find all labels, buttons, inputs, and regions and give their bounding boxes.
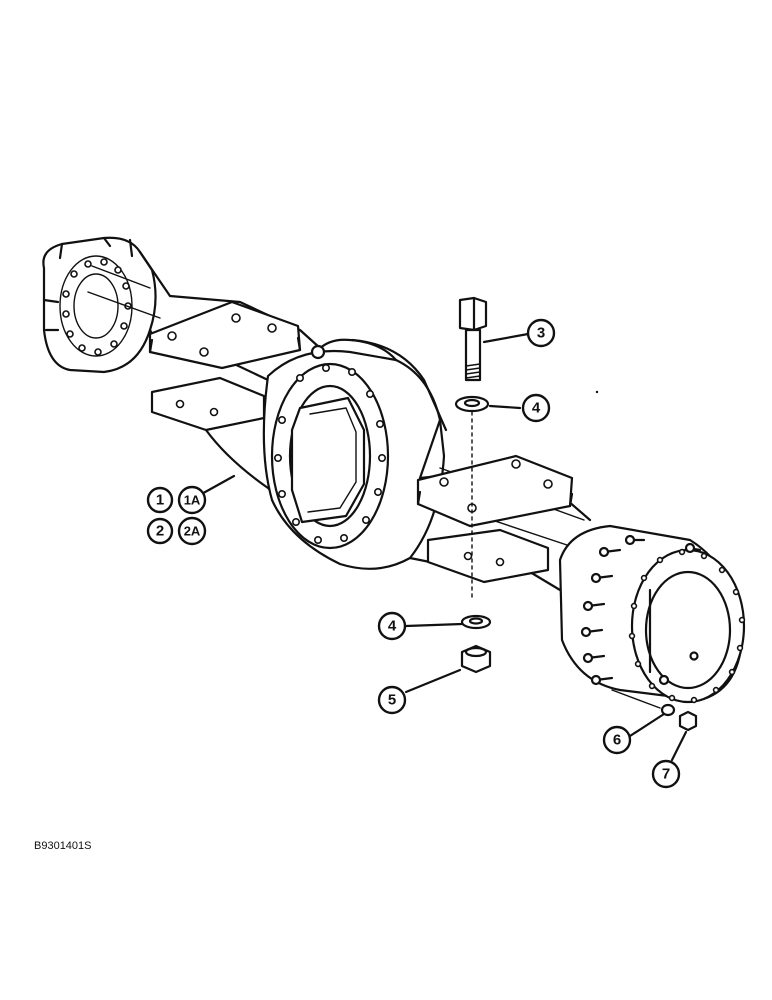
nut-part-5 (460, 644, 492, 674)
callout-4-bottom-label: 4 (388, 618, 397, 635)
callout-1: 1 (146, 486, 174, 514)
callout-2a: 2A (177, 516, 207, 546)
callout-2-label: 2 (156, 523, 164, 540)
leader-lines (196, 332, 688, 762)
bolt-part-3 (458, 296, 488, 382)
callout-2: 2 (146, 517, 174, 545)
callout-4-top: 4 (521, 393, 551, 423)
washer-part-6 (660, 703, 676, 717)
figure-reference: B9301401S (34, 840, 92, 852)
left-flange-holes (62, 258, 132, 356)
callout-2a-label: 2A (184, 524, 201, 539)
callout-5-label: 5 (388, 692, 396, 709)
callout-6-label: 6 (613, 732, 621, 749)
axle-housing (42, 236, 746, 704)
callout-3: 3 (526, 318, 556, 348)
callout-5: 5 (377, 685, 407, 715)
nut-part-7 (678, 710, 698, 732)
callout-1a-label: 1A (184, 493, 201, 508)
stray-mark (595, 390, 599, 394)
washer-part-4-lower (460, 614, 492, 630)
hub-studs (580, 534, 702, 686)
callout-6: 6 (602, 725, 632, 755)
callout-4-top-label: 4 (532, 400, 541, 417)
callout-7-label: 7 (662, 766, 670, 783)
callout-1-label: 1 (156, 492, 164, 509)
diff-flange-holes (273, 363, 386, 544)
callout-3-label: 3 (537, 325, 545, 342)
callout-4-bottom: 4 (377, 611, 407, 641)
callout-7: 7 (651, 759, 681, 789)
washer-part-4-upper (454, 395, 490, 413)
callout-1a: 1A (177, 485, 207, 515)
hub-bolt-circle (628, 548, 746, 704)
